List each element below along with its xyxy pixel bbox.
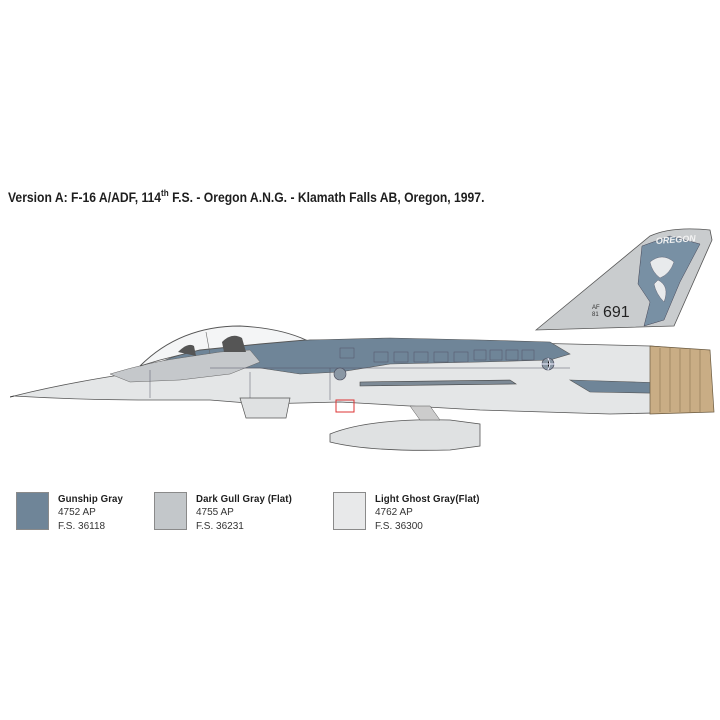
- swatch-color: [154, 492, 187, 530]
- swatch-color: [333, 492, 366, 530]
- red-warning-marking: [335, 399, 355, 413]
- pitot-probe: [10, 395, 15, 398]
- title-rest: F.S. - Oregon A.N.G. - Klamath Falls AB,…: [168, 190, 485, 205]
- color-fs: F.S. 36118: [58, 521, 106, 532]
- external-fuel-tank: [329, 419, 481, 451]
- color-name: Light Ghost Gray(Flat): [375, 493, 480, 505]
- camo-dark-gull: [109, 349, 261, 383]
- color-code: 4762 AP: [375, 507, 413, 518]
- color-code: 4752 AP: [58, 507, 96, 518]
- engine-nozzle: [649, 345, 715, 415]
- color-name: Dark Gull Gray (Flat): [196, 493, 292, 505]
- title-main: Version A: F-16 A/ADF, 114: [8, 190, 162, 205]
- air-intake: [239, 397, 291, 419]
- tail-code: AF: [592, 305, 600, 311]
- tail-text: OREGON: [655, 233, 696, 246]
- missile: [359, 379, 517, 387]
- tail-number: 691: [603, 304, 630, 321]
- color-name: Gunship Gray: [58, 493, 123, 505]
- national-insignia: [333, 367, 347, 381]
- title-superscript: th: [161, 188, 169, 198]
- swatch-color: [16, 492, 49, 530]
- version-title: Version A: F-16 A/ADF, 114th F.S. - Oreg…: [8, 188, 638, 205]
- color-code: 4755 AP: [196, 507, 234, 518]
- tail-year: 81: [592, 312, 599, 318]
- color-fs: F.S. 36300: [375, 521, 423, 532]
- f16-profile-illustration: OREGON AF 81 691: [10, 228, 715, 451]
- tail-eagle-art: [637, 235, 701, 327]
- color-fs: F.S. 36231: [196, 521, 244, 532]
